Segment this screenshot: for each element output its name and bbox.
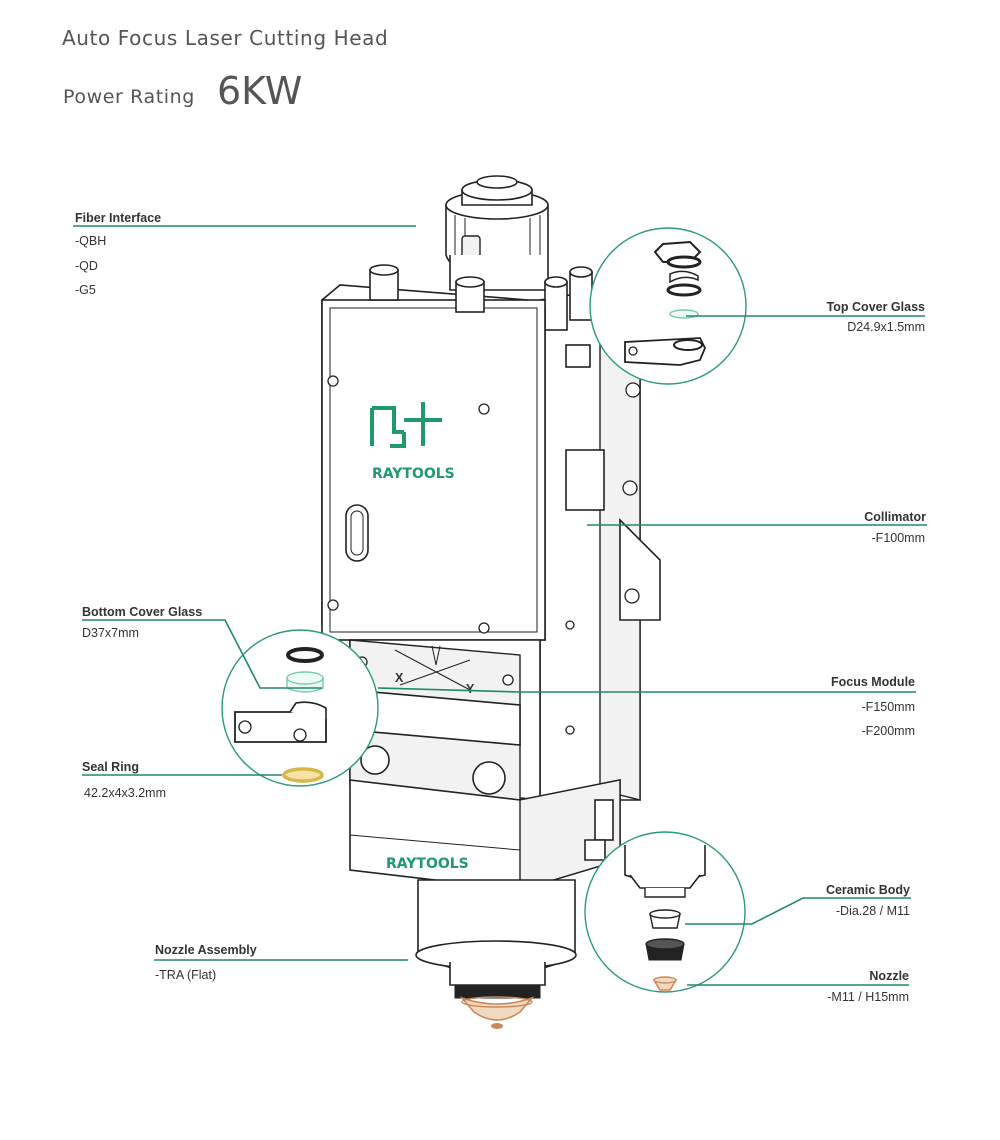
callout-focus-module: Focus Module -F150mm -F200mm — [831, 675, 915, 738]
detail-nozzle — [584, 831, 746, 993]
power-rating-label: Power Rating — [63, 86, 195, 108]
nozzle-item: -M11 / H15mm — [827, 990, 909, 1004]
leader-lines — [73, 225, 927, 986]
brand-name-top: RAYTOOLS — [372, 466, 455, 482]
collimator-title: Collimator — [864, 510, 926, 524]
fiber-interface-item: -QD — [75, 259, 98, 273]
ceramic-body-title: Ceramic Body — [826, 883, 910, 897]
focus-module-item: -F150mm — [862, 700, 915, 714]
detail-bottom-cover-glass — [221, 629, 379, 787]
main-housing: RAYTOOLS — [321, 264, 546, 641]
top-cover-glass-item: D24.9x1.5mm — [847, 320, 925, 334]
power-rating-value: 6KW — [217, 69, 302, 113]
axis-y-label: Y — [466, 682, 475, 696]
nozzle-assembly-item: -TRA (Flat) — [155, 968, 216, 982]
cutting-head-illustration: RAYTOOLS X Y RAYTOOLS — [321, 175, 661, 1029]
bottom-cover-glass-item: D37x7mm — [82, 626, 139, 640]
axis-x-label: X — [395, 671, 404, 685]
callout-fiber-interface: Fiber Interface -QBH -QD -G5 — [75, 211, 161, 297]
nozzle-title: Nozzle — [869, 969, 909, 983]
collimator-item: -F100mm — [872, 531, 925, 545]
page-title: Auto Focus Laser Cutting Head — [62, 26, 388, 50]
top-cover-glass-title: Top Cover Glass — [827, 300, 925, 314]
seal-ring-item: 42.2x4x3.2mm — [84, 786, 166, 800]
lower-body: RAYTOOLS — [349, 779, 621, 891]
fiber-interface-item: -QBH — [75, 234, 106, 248]
callout-collimator: Collimator -F100mm — [864, 510, 926, 545]
brand-name-bottom: RAYTOOLS — [386, 856, 469, 872]
callout-nozzle: Nozzle -M11 / H15mm — [827, 969, 909, 1004]
callout-nozzle-assembly: Nozzle Assembly -TRA (Flat) — [155, 943, 257, 982]
raytools-logo-top: RAYTOOLS — [370, 402, 455, 482]
callout-bottom-cover-glass: Bottom Cover Glass D37x7mm — [82, 605, 202, 640]
fiber-connector — [445, 175, 549, 291]
nozzle-assembly-title: Nozzle Assembly — [155, 943, 257, 957]
callout-seal-ring: Seal Ring 42.2x4x3.2mm — [82, 760, 166, 800]
collimator-housing — [539, 266, 661, 801]
callout-ceramic-body: Ceramic Body -Dia.28 / M11 — [826, 883, 910, 918]
seal-ring-title: Seal Ring — [82, 760, 139, 774]
fiber-interface-item: -G5 — [75, 283, 96, 297]
focus-module-item: -F200mm — [862, 724, 915, 738]
focus-module-section: X Y — [349, 639, 541, 806]
focus-module-title: Focus Module — [831, 675, 915, 689]
nozzle-assembly-illustration — [415, 879, 577, 1029]
fiber-interface-title: Fiber Interface — [75, 211, 161, 225]
detail-top-cover-glass — [589, 227, 747, 385]
ceramic-body-item: -Dia.28 / M11 — [836, 904, 910, 918]
bottom-cover-glass-title: Bottom Cover Glass — [82, 605, 202, 619]
callout-top-cover-glass: Top Cover Glass D24.9x1.5mm — [827, 300, 925, 334]
